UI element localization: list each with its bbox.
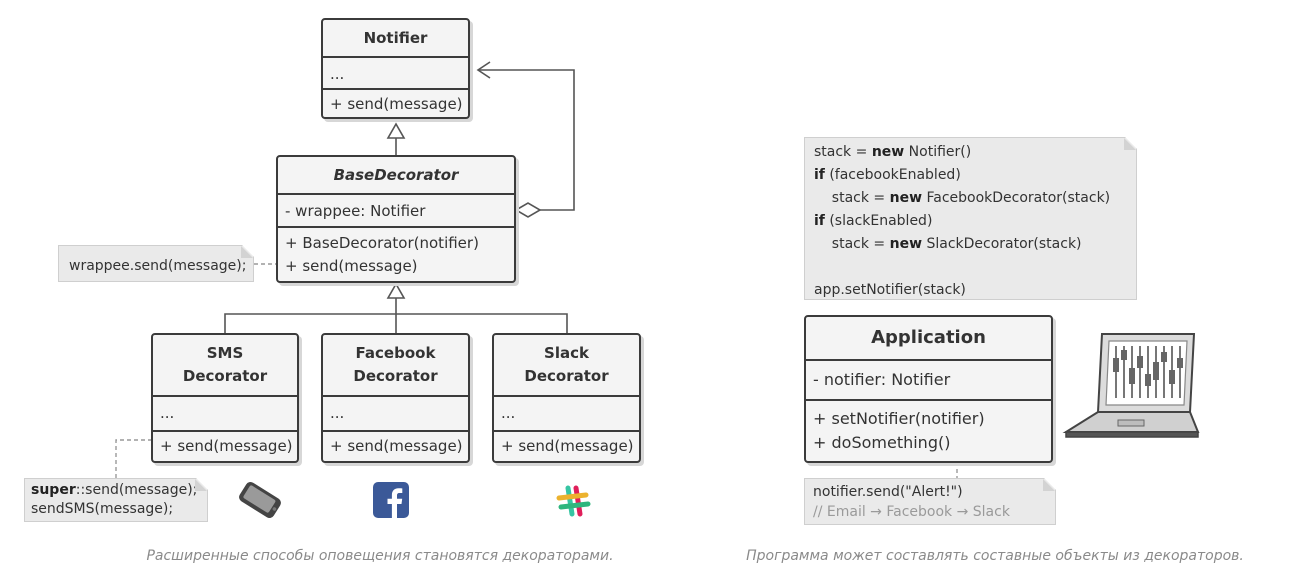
class-fields: - notifier: Notifier [806, 359, 1051, 399]
class-method: + send(message) [323, 88, 468, 117]
wrappee-note: wrappee.send(message); [58, 245, 254, 282]
facebook-icon [373, 482, 409, 518]
inheritance-arrow [386, 122, 406, 139]
send-note: notifier.send("Alert!") // Email → Faceb… [804, 478, 1056, 525]
phone-icon [239, 481, 281, 519]
class-fields: ... [494, 395, 639, 430]
inheritance-arrow [386, 282, 406, 299]
laptop-icon [1062, 333, 1200, 438]
class-title: Decorator [182, 367, 268, 385]
class-title: Decorator [353, 367, 438, 385]
class-title: SMS [206, 344, 244, 362]
slack-icon [556, 485, 591, 517]
class-title: Application [871, 327, 986, 348]
code-note: stack = new Notifier() if (facebookEnabl… [804, 137, 1137, 300]
class-method: + BaseDecorator(notifier) [285, 234, 479, 252]
application-class: Application - notifier: Notifier + setNo… [804, 315, 1053, 463]
base-decorator-class: BaseDecorator - wrappee: Notifier + Base… [276, 155, 516, 283]
class-method: + send(message) [494, 430, 639, 461]
class-fields: ... [153, 395, 297, 430]
association-arrowhead [476, 61, 491, 79]
class-title: Notifier [363, 29, 428, 47]
class-title: Facebook [355, 344, 436, 362]
notifier-class: Notifier ... + send(message) [321, 18, 470, 119]
aggregation-diamond [514, 202, 542, 218]
class-method: + send(message) [285, 257, 418, 275]
sms-note: super::send(message); sendSMS(message); [24, 478, 208, 522]
class-fields: ... [323, 395, 468, 430]
right-caption: Программа может составлять составные объ… [746, 548, 1244, 564]
class-method: + doSomething() [813, 433, 951, 452]
class-method: + send(message) [153, 430, 297, 461]
class-method: + setNotifier(notifier) [813, 409, 985, 428]
class-method: + send(message) [323, 430, 468, 461]
slack-decorator-class: Slack Decorator ... + send(message) [492, 333, 641, 463]
class-fields: - wrappee: Notifier [278, 193, 514, 226]
sms-decorator-class: SMS Decorator ... + send(message) [151, 333, 299, 463]
class-title: Decorator [524, 367, 609, 385]
left-caption: Расширенные способы оповещения становятс… [146, 548, 614, 564]
class-title: BaseDecorator [333, 166, 459, 184]
class-title: Slack [544, 344, 589, 362]
class-fields: ... [323, 56, 468, 88]
facebook-decorator-class: Facebook Decorator ... + send(message) [321, 333, 470, 463]
